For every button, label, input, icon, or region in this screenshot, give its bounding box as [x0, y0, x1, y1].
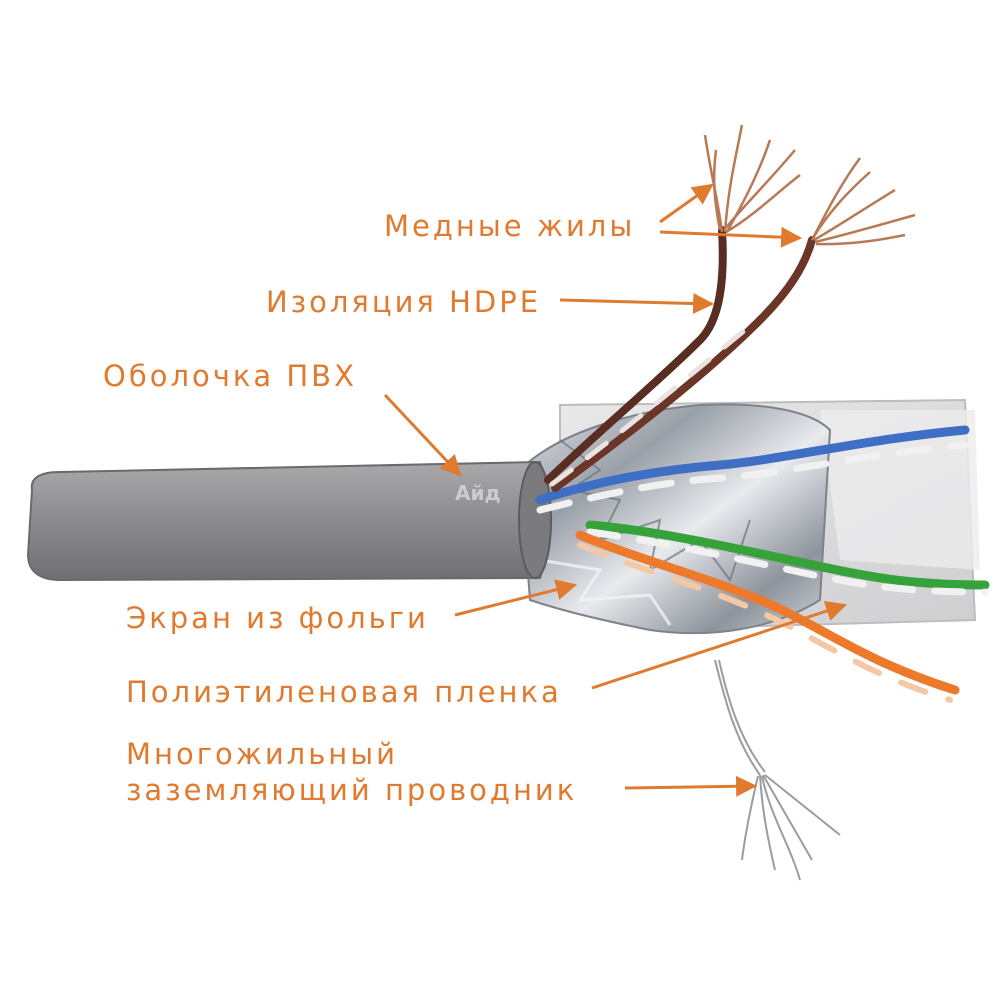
- arrow-copper-right: [659, 226, 803, 248]
- label-foil-screen: Экран из фольги: [126, 601, 429, 635]
- arrow-sheath: [383, 393, 462, 477]
- arrow-foil: [454, 579, 578, 617]
- arrow-film: [591, 600, 847, 690]
- drain-wire: [714, 659, 841, 881]
- foil-screen: [518, 403, 832, 635]
- pvc-jacket: [26, 460, 552, 582]
- twisted-pair-brown: [544, 226, 816, 492]
- copper-cores-right: [810, 157, 916, 246]
- label-drain-line1: Многожильный: [126, 737, 399, 771]
- label-insulation: Изоляция HDPE: [266, 285, 542, 319]
- watermark: Айд: [455, 481, 501, 505]
- label-drain-wire: Многожильный заземляющий проводник: [126, 736, 577, 808]
- label-polyethylene-film: Полиэтиленовая пленка: [126, 675, 562, 709]
- arrow-insulation: [559, 293, 715, 314]
- label-pvc-sheath: Оболочка ПВХ: [103, 359, 357, 393]
- label-copper-cores: Медные жилы: [384, 209, 636, 243]
- twisted-pair-blue: [535, 425, 970, 514]
- arrow-copper-left: [659, 183, 714, 224]
- copper-cores-left: [703, 124, 801, 234]
- arrow-drain: [624, 775, 758, 797]
- label-drain-line2: заземляющий проводник: [126, 773, 578, 807]
- callout-arrows: [383, 183, 847, 797]
- twisted-pair-orange: [575, 530, 960, 703]
- twisted-pair-green: [585, 520, 990, 596]
